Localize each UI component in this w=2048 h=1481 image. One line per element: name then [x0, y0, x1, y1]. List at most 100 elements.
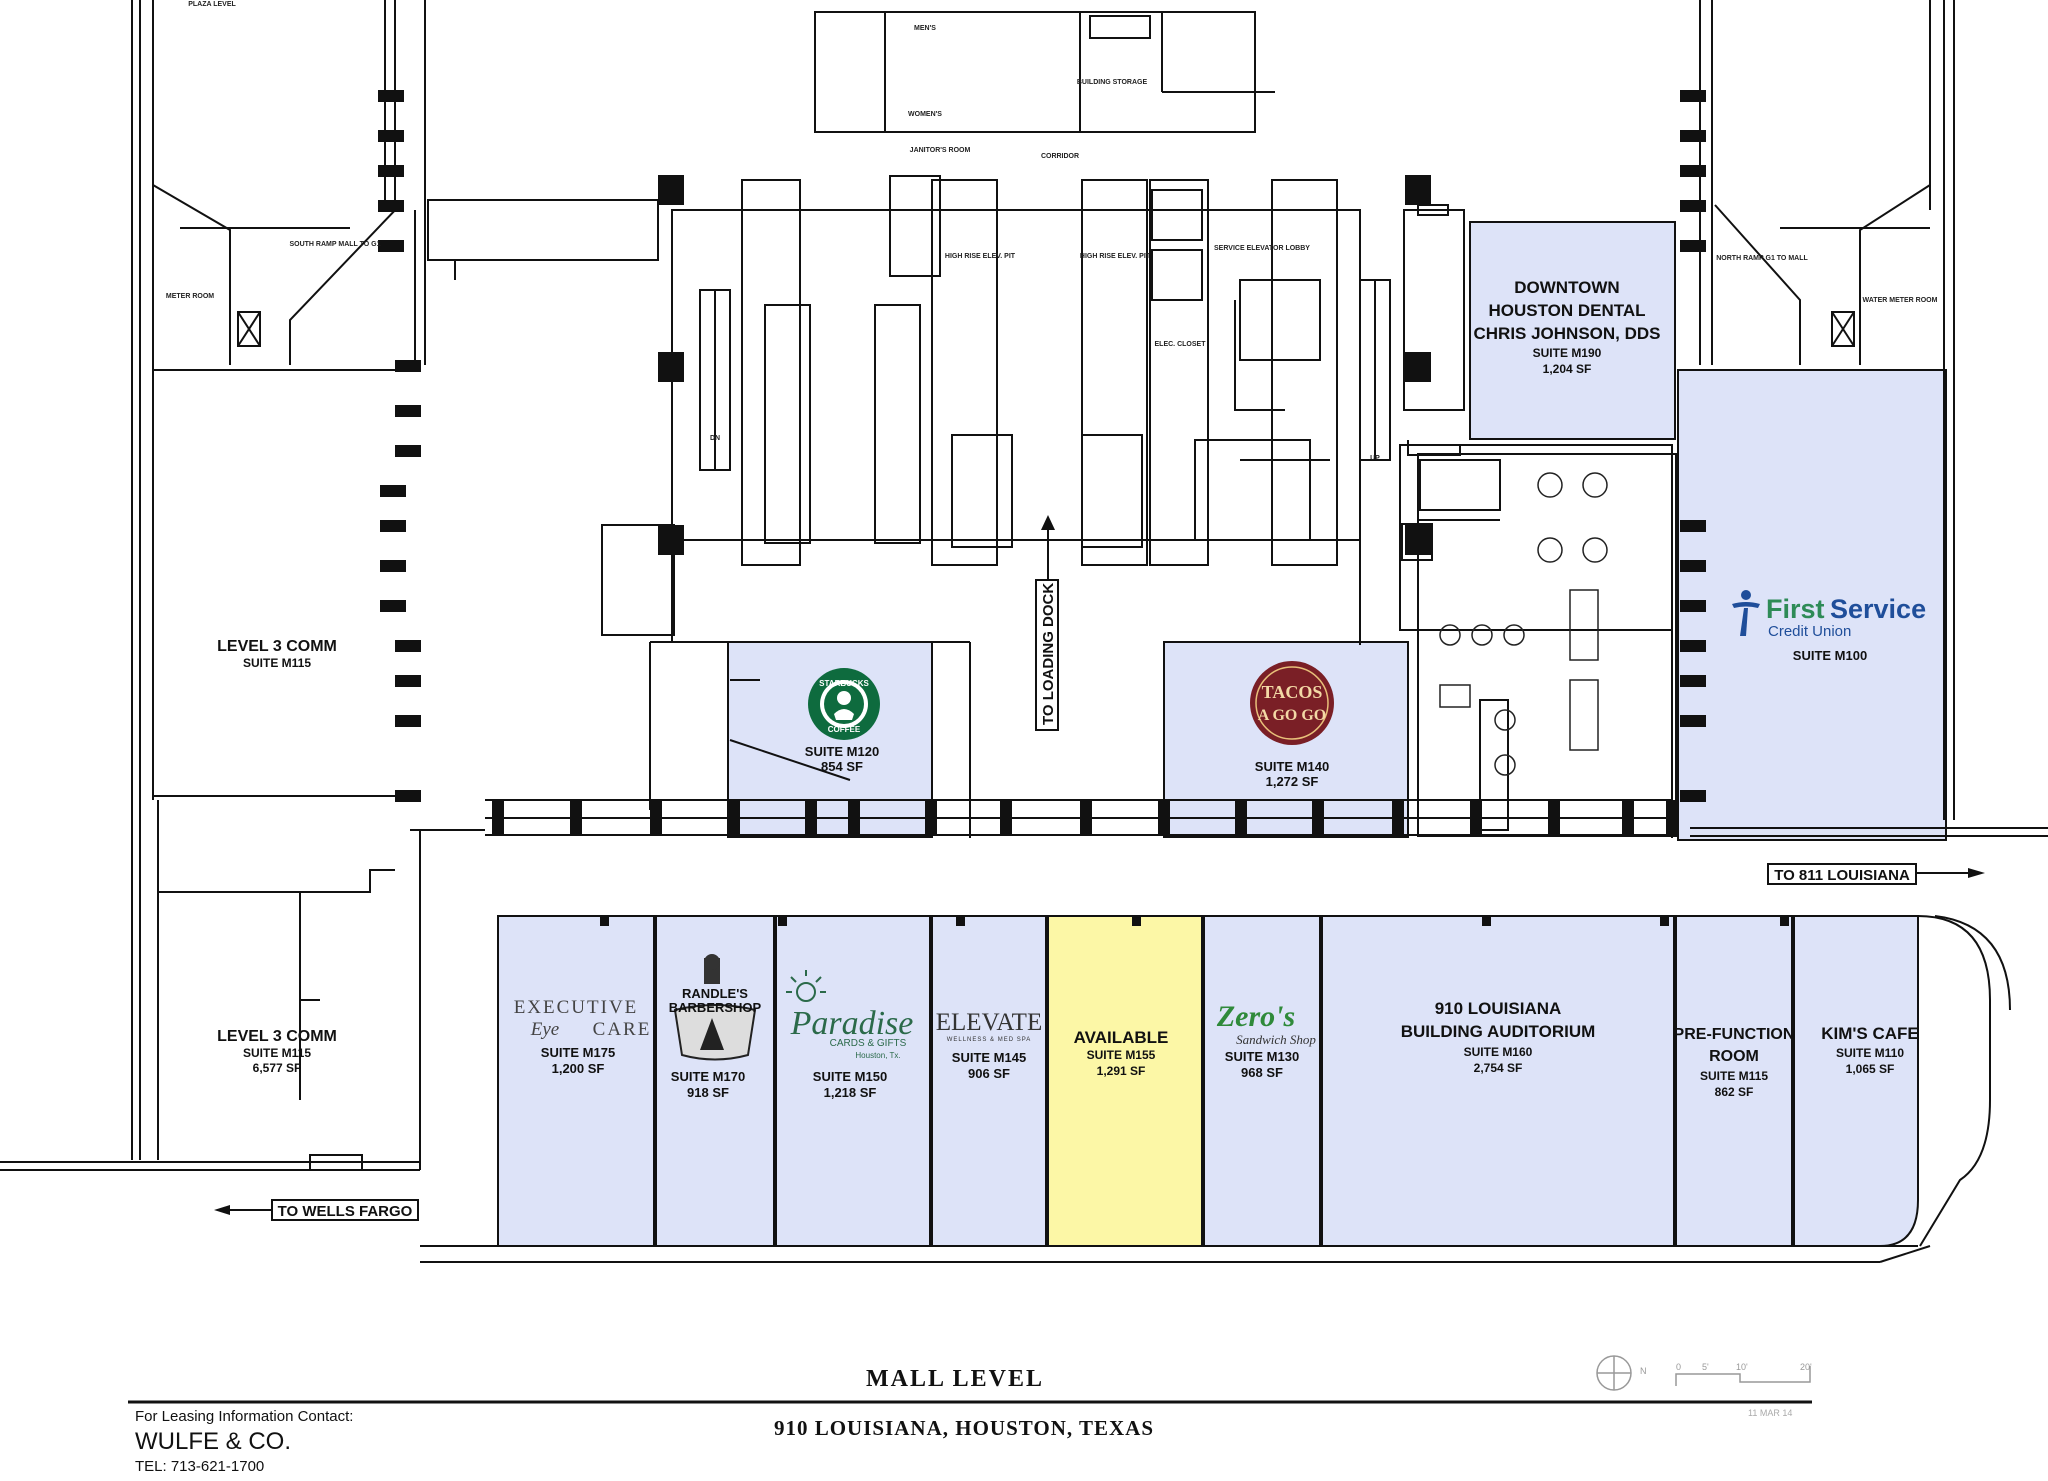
- prefunction-suite: SUITE M115: [1700, 1069, 1768, 1083]
- walls: [0, 0, 2048, 1263]
- suite-executive-area[interactable]: [497, 915, 655, 1247]
- paradise-logo-main: Paradise: [790, 1005, 914, 1042]
- room-mens: MEN'S: [914, 25, 936, 32]
- starbucks-logo-top: STARBUCKS: [819, 679, 869, 688]
- direction-811-louisiana: TO 811 LOUISIANA: [1767, 863, 1985, 885]
- starbucks-sf: 854 SF: [821, 759, 863, 774]
- executive-logo-top: EXECUTIVE: [514, 997, 639, 1018]
- scale-5: 5': [1702, 1362, 1709, 1372]
- zeros-sf: 968 SF: [1241, 1065, 1283, 1080]
- level3-lower-sf: 6,577 SF: [253, 1061, 302, 1075]
- suite-prefunction-area[interactable]: [1675, 915, 1793, 1247]
- suite-auditorium-area[interactable]: [1321, 915, 1675, 1247]
- wells-fargo-label: TO WELLS FARGO: [278, 1203, 413, 1220]
- suite-auditorium: 910 LOUISIANA BUILDING AUDITORIUM SUITE …: [1401, 999, 1596, 1075]
- suite-randles: RANDLE'S BARBERSHOP SUITE M170 918 SF: [669, 954, 762, 1100]
- randles-suite: SUITE M170: [671, 1069, 745, 1084]
- auditorium-name-1: 910 LOUISIANA: [1435, 999, 1562, 1018]
- room-north-ramp: NORTH RAMP G1 TO MALL: [1716, 255, 1808, 262]
- suite-available-area[interactable]: [1047, 915, 1203, 1247]
- suite-dental-area[interactable]: [1469, 221, 1676, 440]
- suite-dental: DOWNTOWN HOUSTON DENTAL CHRIS JOHNSON, D…: [1473, 278, 1660, 376]
- kims-sf: 1,065 SF: [1846, 1062, 1895, 1076]
- randles-logo-bottom: BARBERSHOP: [669, 1000, 762, 1015]
- dental-name-1: DOWNTOWN: [1514, 278, 1619, 297]
- paradise-suite: SUITE M150: [813, 1069, 887, 1084]
- suite-paradise: Paradise CARDS & GIFTS Houston, Tx. SUIT…: [786, 970, 913, 1100]
- loading-dock-label: TO LOADING DOCK: [1040, 583, 1057, 725]
- suite-level3-upper: LEVEL 3 COMM SUITE M115: [217, 638, 337, 670]
- zeros-suite: SUITE M130: [1225, 1049, 1299, 1064]
- escalator-down: DN: [710, 435, 720, 442]
- paradise-sun-icon: [786, 970, 826, 1002]
- suite-starbucks: STARBUCKS COFFEE SUITE M120 854 SF: [805, 668, 880, 774]
- executive-logo-mid: Eye: [530, 1019, 559, 1040]
- room-elec-closet: ELEC. CLOSET: [1155, 341, 1207, 348]
- suite-elevate-area[interactable]: [931, 915, 1047, 1247]
- executive-sf: 1,200 SF: [552, 1061, 605, 1076]
- kims-name: KIM'S CAFE: [1821, 1024, 1919, 1043]
- elevate-logo-sub: WELLNESS & MED SPA: [947, 1037, 1032, 1043]
- room-south-ramp: SOUTH RAMP MALL TO G1: [289, 241, 380, 248]
- leasing-contact-label: For Leasing Information Contact:: [135, 1408, 354, 1425]
- plan-title: MALL LEVEL: [866, 1366, 1044, 1392]
- suite-zeros: Zero's Sandwich Shop SUITE M130 968 SF: [1216, 1000, 1317, 1080]
- room-highrise-2: HIGH RISE ELEV. PIT: [1080, 253, 1151, 260]
- auditorium-name-2: BUILDING AUDITORIUM: [1401, 1022, 1596, 1041]
- executive-suite: SUITE M175: [541, 1045, 615, 1060]
- level3-lower-name: LEVEL 3 COMM: [217, 1028, 337, 1045]
- scale-0: 0: [1676, 1362, 1681, 1372]
- suite-zeros-area[interactable]: [1203, 915, 1321, 1247]
- suite-elevate: ELEVATE WELLNESS & MED SPA SUITE M145 90…: [936, 1009, 1042, 1081]
- kims-suite: SUITE M110: [1836, 1046, 1904, 1060]
- elevate-suite: SUITE M145: [952, 1050, 1026, 1065]
- executive-logo-end: CARE: [593, 1019, 652, 1040]
- firstservice-service: Service: [1830, 594, 1926, 624]
- tacos-logo-bottom: A GO GO: [1258, 707, 1326, 724]
- tacos-logo-icon: [1250, 661, 1334, 745]
- level3-upper-name: LEVEL 3 COMM: [217, 638, 337, 655]
- suite-level3-lower: LEVEL 3 COMM SUITE M115 6,577 SF: [217, 1028, 337, 1075]
- room-meter: METER ROOM: [166, 293, 214, 300]
- suite-firstservice-area[interactable]: [1677, 369, 1947, 841]
- available-sf: 1,291 SF: [1097, 1064, 1146, 1078]
- suite-kims-area[interactable]: [1793, 915, 1919, 1247]
- randles-sf: 918 SF: [687, 1085, 729, 1100]
- suite-kims: KIM'S CAFE SUITE M110 1,065 SF: [1821, 1024, 1919, 1076]
- suite-executive: EXECUTIVE Eye CARE SUITE M175 1,200 SF: [514, 997, 652, 1076]
- level3-lower-suite: SUITE M115: [243, 1046, 311, 1060]
- suite-tacos: TACOS A GO GO SUITE M140 1,272 SF: [1250, 661, 1334, 789]
- scale-10: 10': [1736, 1362, 1748, 1372]
- north-label: N: [1640, 1366, 1647, 1376]
- room-corridor: CORRIDOR: [1041, 153, 1079, 160]
- scale-20: 20': [1800, 1362, 1812, 1372]
- tacos-suite: SUITE M140: [1255, 759, 1329, 774]
- room-highrise-1: HIGH RISE ELEV. PIT: [945, 253, 1016, 260]
- level3-upper-suite: SUITE M115: [243, 656, 311, 670]
- dental-name-2: HOUSTON DENTAL: [1488, 301, 1645, 320]
- tacos-sf: 1,272 SF: [1266, 774, 1319, 789]
- firstservice-first: First: [1766, 594, 1825, 624]
- elevate-sf: 906 SF: [968, 1066, 1010, 1081]
- north-arrow-icon: [1596, 1355, 1632, 1391]
- starbucks-logo-icon: [808, 668, 880, 740]
- dental-sf: 1,204 SF: [1543, 362, 1592, 376]
- louisiana-811-label: TO 811 LOUISIANA: [1774, 867, 1910, 884]
- room-service-lobby: SERVICE ELEVATOR LOBBY: [1214, 245, 1310, 252]
- paradise-logo-sub: CARDS & GIFTS: [830, 1038, 907, 1049]
- paradise-sf: 1,218 SF: [824, 1085, 877, 1100]
- direction-wells-fargo: TO WELLS FARGO: [214, 1199, 419, 1221]
- starbucks-logo-bottom: COFFEE: [828, 725, 861, 734]
- leasing-phone: TEL: 713-621-1700: [135, 1458, 265, 1475]
- leasing-company: WULFE & CO.: [135, 1428, 292, 1455]
- auditorium-sf: 2,754 SF: [1474, 1061, 1523, 1075]
- plan-address: 910 LOUISIANA, HOUSTON, TEXAS: [774, 1416, 1154, 1440]
- auditorium-suite: SUITE M160: [1464, 1045, 1533, 1059]
- direction-loading-dock: TO LOADING DOCK: [1035, 515, 1059, 731]
- dental-name-3: CHRIS JOHNSON, DDS: [1473, 324, 1660, 343]
- cafe-seating: [1439, 472, 1608, 776]
- structural-columns: [378, 90, 1789, 926]
- room-plaza-level: PLAZA LEVEL: [188, 1, 236, 8]
- firstservice-logo-icon: [1732, 590, 1760, 636]
- room-janitor: JANITOR'S ROOM: [910, 147, 971, 154]
